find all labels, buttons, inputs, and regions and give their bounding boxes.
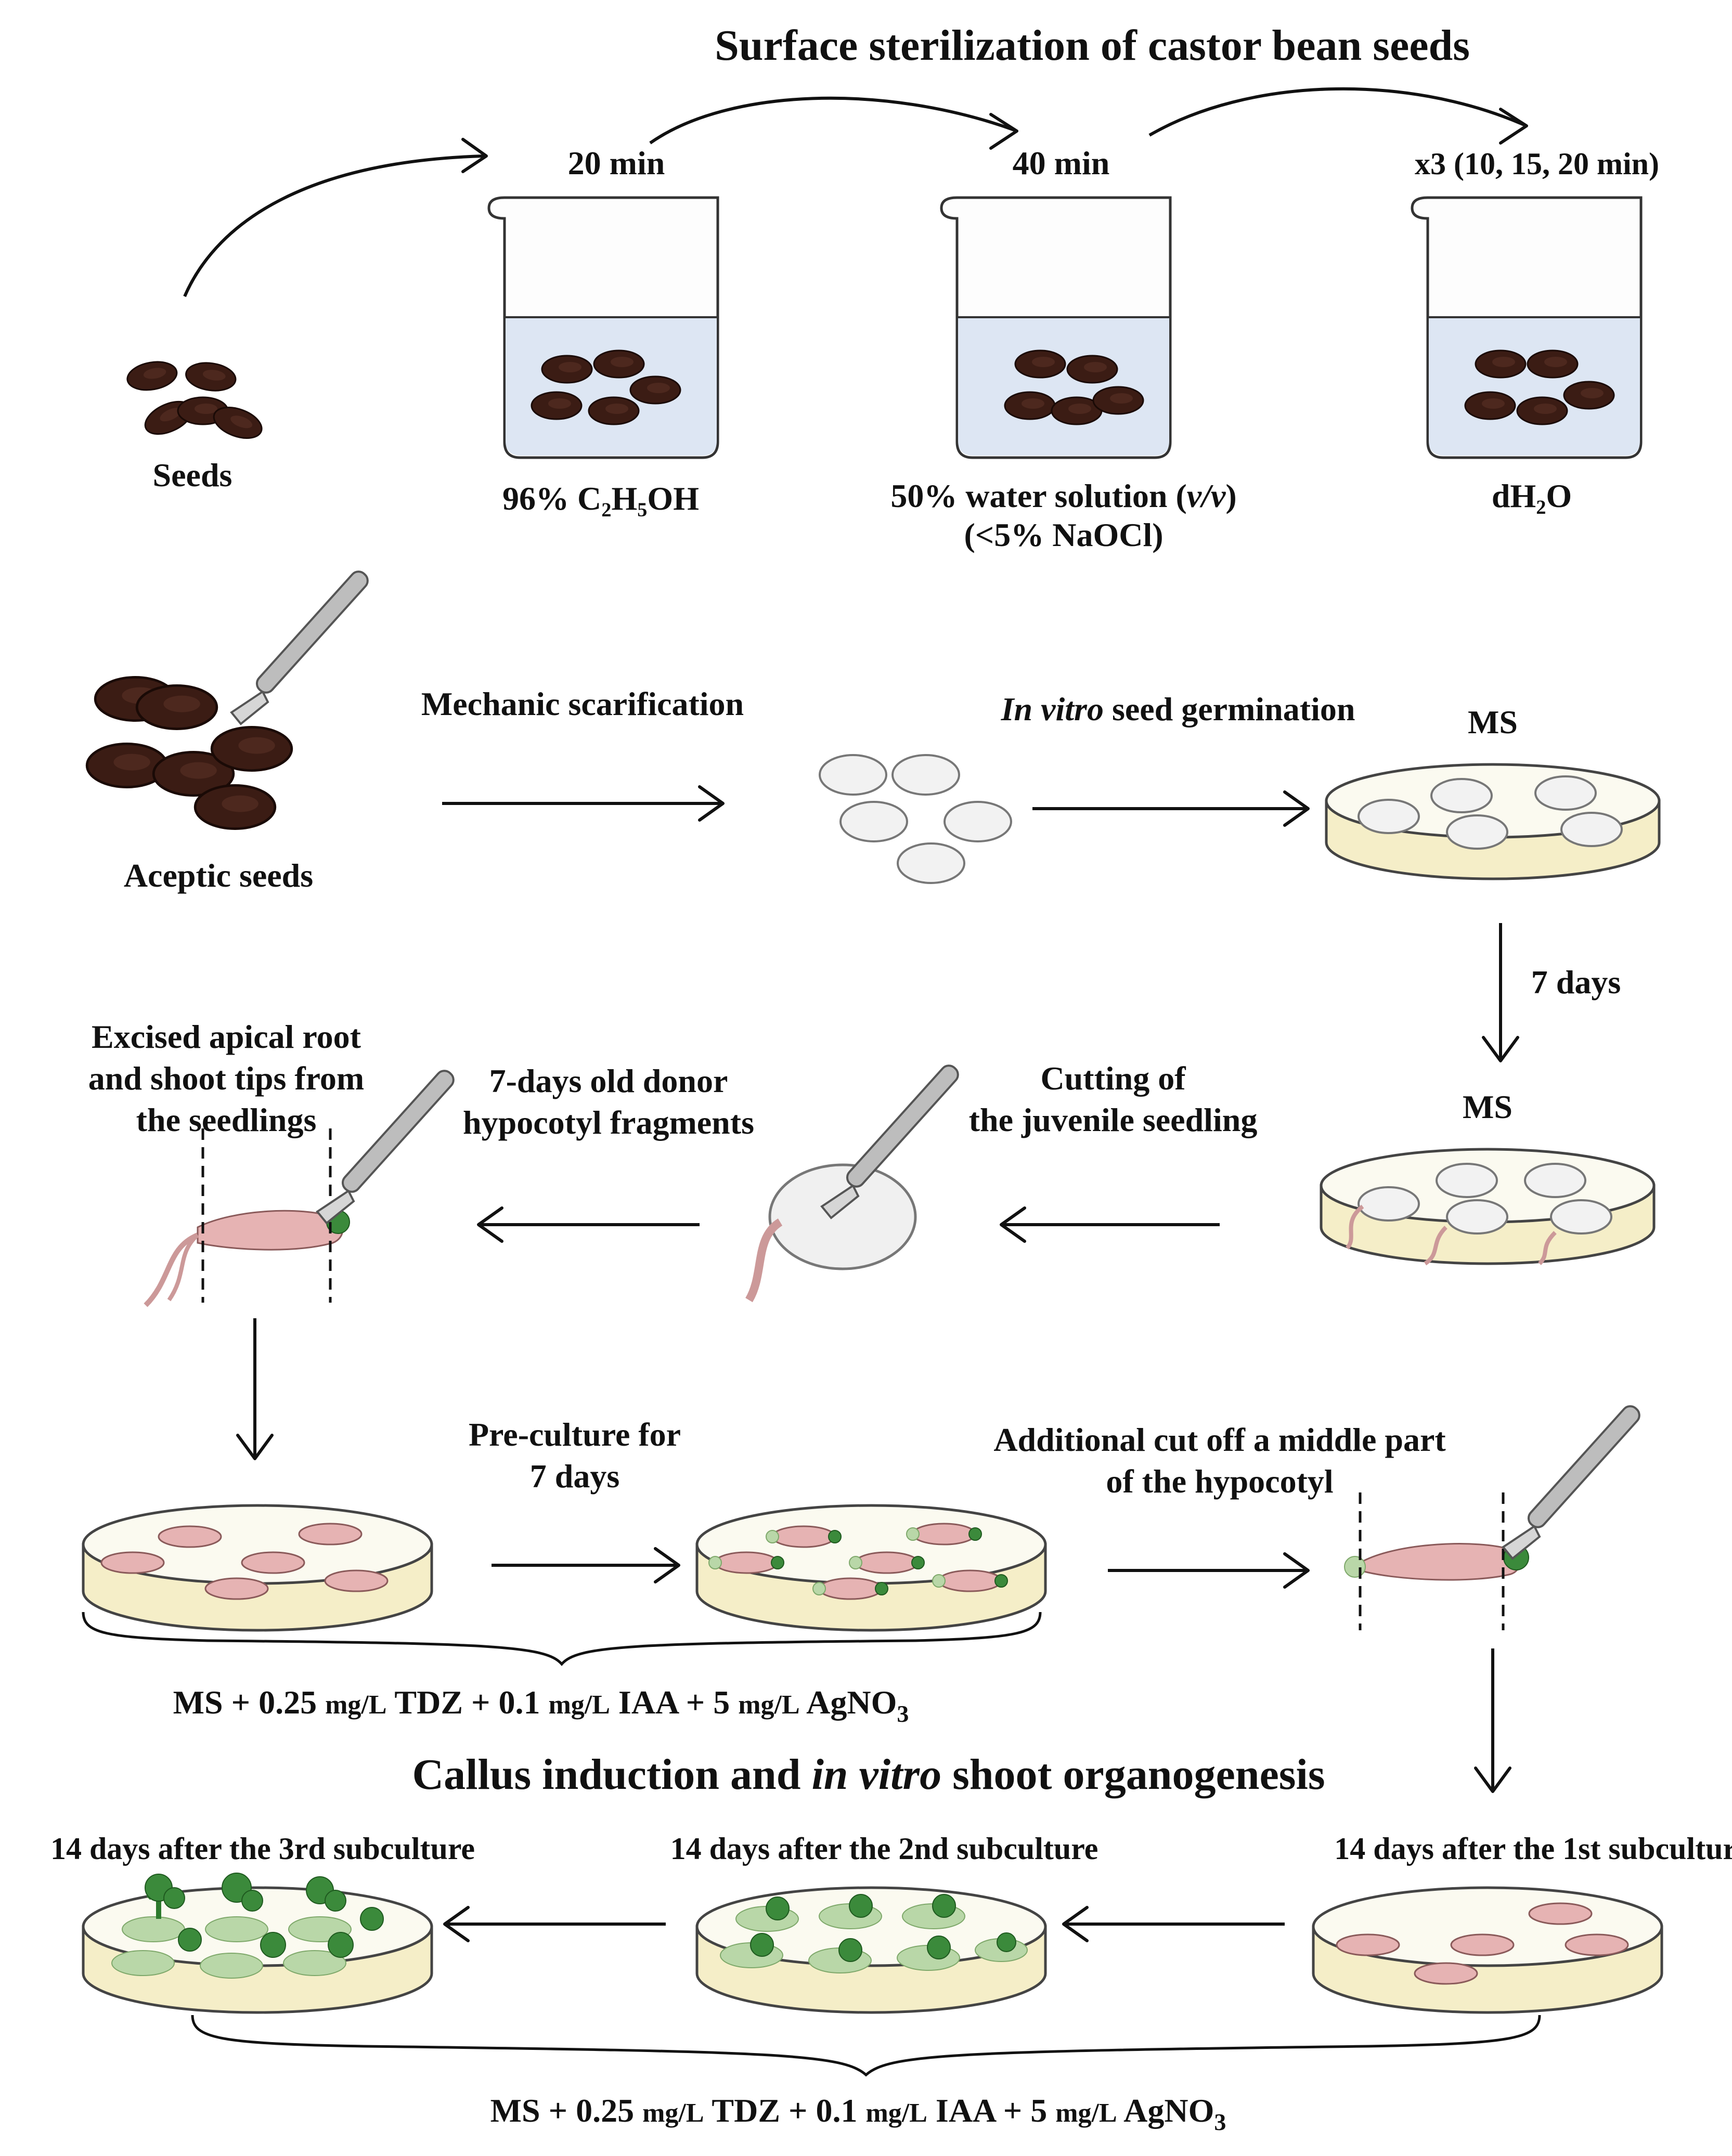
- time-label-20min: 20 min: [568, 145, 665, 181]
- beaker-naocl-icon: [940, 196, 1172, 459]
- label-ms-1: MS: [1468, 704, 1518, 741]
- scarified-seeds-icon: [819, 754, 1012, 884]
- beaker-water-icon: [1411, 196, 1643, 459]
- media-formula-1: MS + 0.25 mg/L TDZ + 0.1 mg/L IAA + 5 mg…: [173, 1684, 909, 1727]
- label-preculture-line1: Pre-culture for: [469, 1416, 681, 1453]
- arrow-to-excised-head: [477, 1206, 503, 1243]
- label-naocl-line1: 50% water solution (v/v): [890, 477, 1236, 514]
- arrow-seeds-to-beaker1: [183, 154, 484, 297]
- label-donor-line1: 7-days old donor: [489, 1062, 728, 1099]
- label-excised-line2: and shoot tips from: [88, 1060, 364, 1097]
- petri-dish-preculture-icon: [695, 1504, 1047, 1632]
- arrow-seeds-to-beaker1-head: [461, 138, 488, 173]
- scalpel-middle-cut-icon: [1502, 1401, 1644, 1560]
- label-seeds: Seeds: [153, 457, 232, 493]
- label-cutting-line2: the juvenile seedling: [969, 1101, 1258, 1138]
- label-ethanol: 96% C₂H₅OH: [502, 480, 699, 517]
- title-callus-induction: Callus induction and in vitro shoot orga…: [412, 1750, 1325, 1799]
- arrow-7days-head: [1482, 1036, 1519, 1062]
- arrow-beaker1-to-beaker2-head: [989, 113, 1018, 150]
- arrow-to-preculture-dish-head: [236, 1434, 274, 1460]
- arrow-beaker2-to-beaker3-head: [1499, 108, 1528, 145]
- label-cutting-line1: Cutting of: [1040, 1060, 1186, 1097]
- petri-dish-subculture2-icon: [695, 1886, 1047, 2014]
- label-germination: In vitro seed germination: [1001, 691, 1355, 728]
- arrow-scarification-head: [698, 785, 725, 822]
- petri-dish-seedlings-icon: [1320, 1148, 1656, 1266]
- arrow-beaker1-to-beaker2: [649, 96, 1015, 145]
- media-formula-2: MS + 0.25 mg/L TDZ + 0.1 mg/L IAA + 5 mg…: [490, 2092, 1226, 2135]
- hypocotyl-excised-icon: [144, 1210, 350, 1307]
- time-label-x3: x3 (10, 15, 20 min): [1415, 147, 1659, 181]
- label-subculture3: 14 days after the 3rd subculture: [50, 1832, 475, 1866]
- title-sterilization: Surface sterilization of castor bean see…: [715, 21, 1470, 70]
- label-scarification: Mechanic scarification: [421, 685, 744, 722]
- label-preculture-line2: 7 days: [530, 1458, 620, 1495]
- label-water: dH₂O: [1492, 477, 1572, 514]
- brace-media-1: [82, 1612, 1042, 1666]
- petri-dish-subculture3-icon: [82, 1873, 433, 2014]
- arrow-beaker2-to-beaker3: [1148, 87, 1525, 137]
- petri-dish-hypocotyl-icon: [82, 1504, 433, 1632]
- petri-dish-germination-icon: [1325, 763, 1661, 880]
- label-excised-line1: Excised apical root: [92, 1018, 361, 1055]
- label-additional-line1: Additional cut off a middle part: [993, 1421, 1446, 1458]
- arrow-preculture-head: [654, 1547, 680, 1583]
- arrow-to-subculture3-head: [443, 1906, 470, 1942]
- arrow-to-germination-dish-head: [1283, 790, 1310, 827]
- label-ms-2: MS: [1463, 1088, 1513, 1125]
- label-subculture2: 14 days after the 2nd subculture: [670, 1832, 1098, 1866]
- hypocotyl-middle-cut-icon: [1344, 1543, 1529, 1581]
- arrow-to-subculture1-head: [1474, 1767, 1511, 1793]
- arrow-to-additional-cut-head: [1283, 1552, 1310, 1589]
- arrow-to-subculture2-head: [1062, 1906, 1089, 1942]
- seedling-cutting-icon: [745, 1163, 917, 1303]
- scalpel-icon: [230, 567, 372, 725]
- label-donor-line2: hypocotyl fragments: [463, 1104, 754, 1141]
- petri-dish-subculture1-icon: [1312, 1886, 1663, 2014]
- brace-media-2: [191, 2015, 1541, 2077]
- seeds-icon: [124, 357, 267, 445]
- time-label-40min: 40 min: [1013, 145, 1110, 181]
- label-7days: 7 days: [1531, 964, 1621, 1001]
- arrow-to-cutting-head: [1000, 1206, 1026, 1243]
- label-subculture1: 14 days after the 1st subculture: [1334, 1832, 1732, 1866]
- label-aseptic-seeds: Aceptic seeds: [124, 857, 313, 894]
- label-naocl-line2: (<5% NaOCl): [964, 516, 1163, 553]
- label-excised-line3: the seedlings: [136, 1101, 317, 1138]
- label-additional-line2: of the hypocotyl: [1106, 1463, 1333, 1500]
- beaker-ethanol-icon: [487, 196, 719, 459]
